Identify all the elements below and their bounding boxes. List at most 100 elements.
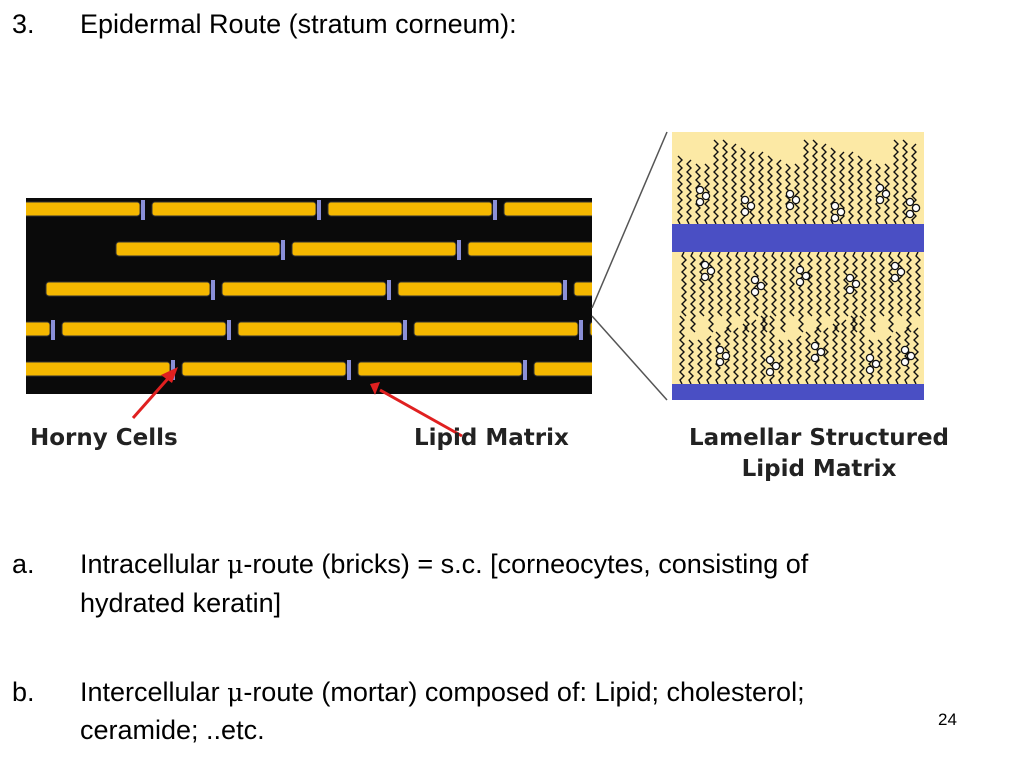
- lipid-junction: [579, 320, 583, 340]
- lamellar-lipid-zoom: [672, 132, 924, 400]
- horny-cell-brick: [357, 361, 523, 377]
- lipid-chain-mid-down: [771, 251, 777, 317]
- horny-cell-brick: [467, 241, 592, 257]
- lipid-junction: [211, 280, 215, 300]
- cholesterol-ring: [845, 273, 855, 283]
- horny-cell-brick: [221, 281, 387, 297]
- cholesterol-ring: [816, 347, 826, 357]
- lipid-chain-lower: [796, 335, 802, 385]
- lipid-chain-mid-down: [798, 251, 804, 333]
- lipid-chain-upper: [722, 139, 728, 225]
- heading-number: 3.: [12, 9, 35, 39]
- cholesterol-ring: [715, 357, 725, 367]
- lipid-chain-lower: [715, 331, 721, 385]
- lipid-chain-lower: [850, 315, 856, 385]
- cholesterol-ring: [865, 365, 875, 375]
- cholesterol-ring: [900, 357, 910, 367]
- bullet-a-text: Intracellular μ-route (bricks) = s.c. [c…: [80, 548, 808, 581]
- cholesterol-ring: [801, 271, 811, 281]
- lipid-chain-lower: [742, 323, 748, 385]
- bullet-a-rest: -route (bricks) = s.c. [corneocytes, con…: [243, 549, 809, 579]
- lipid-chain-upper: [731, 143, 737, 225]
- cholesterol-ring: [701, 191, 711, 201]
- lipid-chain-mid-down: [825, 251, 831, 317]
- cholesterol-ring: [810, 341, 820, 351]
- bullet-b-marker: b.: [12, 677, 35, 707]
- cholesterol-ring: [881, 189, 891, 199]
- lipid-chain-mid-down: [789, 251, 795, 317]
- lipid-junction: [563, 280, 567, 300]
- lipid-bilayer-lower: [672, 384, 924, 400]
- lipid-chain-lower: [787, 339, 793, 385]
- lipid-junction: [281, 240, 285, 260]
- lipid-chain-upper: [866, 159, 872, 225]
- lipid-chain-mid-down: [735, 251, 741, 317]
- cholesterol-ring: [695, 185, 705, 195]
- horny-cell-brick: [181, 361, 347, 377]
- page-number: 24: [938, 710, 957, 729]
- horny-cell-brick: [26, 321, 51, 337]
- cholesterol-ring: [791, 195, 801, 205]
- lipid-chain-mid-down: [861, 251, 867, 317]
- cholesterol-ring: [875, 195, 885, 205]
- bullet-a-mu-symbol: μ: [227, 550, 244, 579]
- bullet-b-text: Intercellular μ-route (mortar) composed …: [80, 676, 805, 709]
- horny-cell-bricks: [26, 200, 637, 380]
- lipid-chain-lower: [823, 327, 829, 385]
- lipid-chain-upper: [893, 139, 899, 225]
- lipid-junction: [633, 240, 637, 260]
- cholesterol-ring: [845, 285, 855, 295]
- lipid-chain-mid-down: [897, 251, 903, 317]
- bullet-a-marker: a.: [12, 549, 35, 579]
- horny-cell-brick: [45, 281, 211, 297]
- lipid-chain-mid-down: [906, 251, 912, 333]
- label-lamellar-line2: Lipid Matrix: [742, 456, 897, 482]
- horny-cell-brick: [533, 361, 592, 377]
- bullet-b-lead: Intercellular: [80, 677, 228, 707]
- lipid-junction: [493, 200, 497, 220]
- horny-cell-brick: [151, 201, 317, 217]
- cholesterol-ring: [851, 279, 861, 289]
- cholesterol-ring: [715, 345, 725, 355]
- cholesterol-ring: [750, 275, 760, 285]
- lipid-chain-mid-down: [807, 251, 813, 317]
- horny-cells-arrow: [131, 367, 178, 419]
- lipid-chains: [677, 139, 921, 385]
- cholesterol-ring: [890, 273, 900, 283]
- lipid-junction: [457, 240, 461, 260]
- horny-cell-brick: [397, 281, 563, 297]
- lipid-chain-lower: [688, 339, 694, 385]
- horny-cell-brick: [26, 201, 141, 217]
- horny-cell-brick: [26, 361, 171, 377]
- cholesterol-ring: [900, 345, 910, 355]
- cholesterol-ring: [785, 201, 795, 211]
- cholesterol-ring: [896, 267, 906, 277]
- lipid-chain-mid-down: [744, 251, 750, 333]
- lipid-chain-upper: [686, 159, 692, 225]
- lipid-chain-upper: [821, 143, 827, 225]
- cholesterol-ring: [740, 207, 750, 217]
- lipid-chain-mid-down: [816, 251, 822, 333]
- bullet-b-line2: ceramide; ..etc.: [80, 715, 265, 745]
- bullet-a-lead: Intracellular: [80, 549, 228, 579]
- cholesterol-ring: [721, 351, 731, 361]
- lipid-junction: [403, 320, 407, 340]
- cholesterol-ring: [906, 351, 916, 361]
- lipid-chain-upper: [803, 139, 809, 225]
- horny-cell-brick: [237, 321, 403, 337]
- horny-cell-brick: [115, 241, 281, 257]
- bullet-b-rest: -route (mortar) composed of: Lipid; chol…: [243, 677, 805, 707]
- lipid-chain-upper: [776, 159, 782, 225]
- lipid-chain-mid-down: [717, 251, 723, 317]
- lipid-chain-upper: [677, 155, 683, 225]
- lipid-chain-mid-down: [843, 251, 849, 317]
- lipid-chain-upper: [848, 151, 854, 225]
- zoom-line-top: [591, 131, 668, 309]
- lipid-junction: [51, 320, 55, 340]
- cholesterol-ring: [911, 203, 921, 213]
- lipid-chain-lower: [760, 315, 766, 385]
- cholesterol-ring: [700, 260, 710, 270]
- cholesterol-ring: [765, 367, 775, 377]
- lipid-chain-upper: [767, 155, 773, 225]
- horny-cell-brick: [291, 241, 457, 257]
